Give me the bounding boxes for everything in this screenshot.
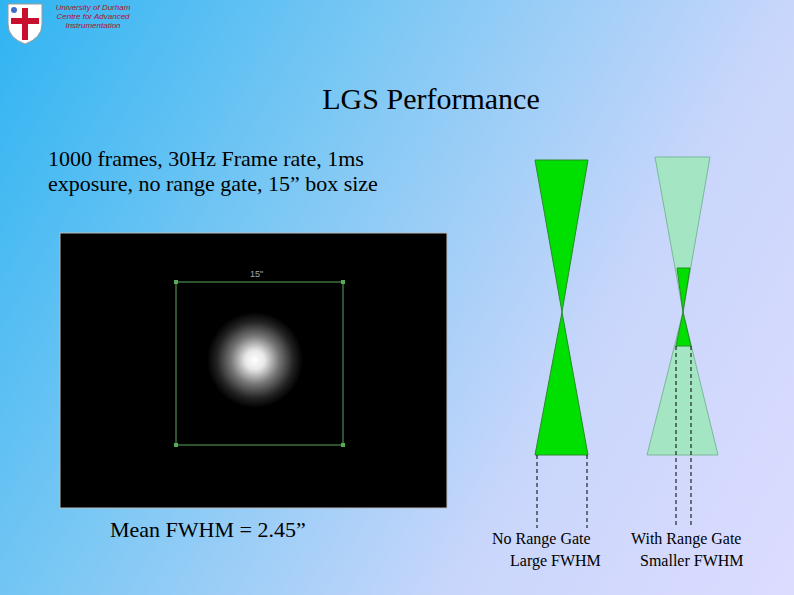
description: 1000 frames, 30Hz Frame rate, 1ms exposu… [48, 146, 448, 197]
cone-label: With Range Gate [631, 530, 741, 548]
fwhm-result: Mean FWHM = 2.45” [110, 517, 306, 542]
institution-name: University of Durham Centre for Advanced… [48, 3, 138, 31]
slide-title: LGS Performance [322, 82, 539, 117]
range-gate-cone [647, 157, 718, 528]
cone-label: Large FWHM [510, 552, 601, 570]
no-range-gate-cone [535, 160, 588, 528]
university-logo [8, 4, 42, 44]
box-size-label: 15" [250, 269, 263, 279]
cone-label: No Range Gate [492, 530, 591, 548]
cone-label: Smaller FWHM [640, 552, 744, 570]
lgs-image [60, 233, 447, 508]
